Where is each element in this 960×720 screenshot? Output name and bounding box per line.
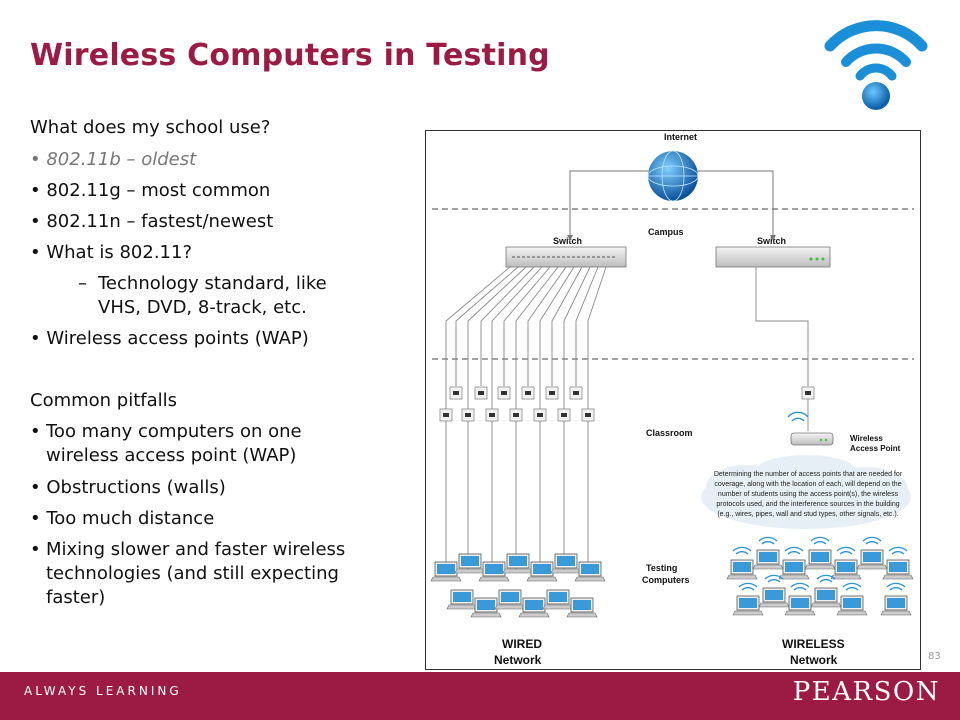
wired-label-line1: WIRED <box>502 637 542 651</box>
switch-left-icon <box>505 246 627 268</box>
bullet-text: 802.11n – fastest/newest <box>46 211 274 232</box>
wifi-icon <box>824 20 928 110</box>
switch-left-label: Switch <box>553 236 582 246</box>
heading-pitfalls: Common pitfalls <box>30 390 178 411</box>
footer-bar <box>0 672 960 720</box>
coverage-note-cloud: Determining the number of access points … <box>701 455 911 529</box>
note-line: coverage, along with the location of eac… <box>714 481 901 488</box>
wired-wall-ports <box>439 386 595 422</box>
network-diagram: Internet Campus Switch Switch Classroom … <box>425 130 921 670</box>
page-number: 83 <box>928 651 941 662</box>
bullet-text: Obstructions (walls) <box>46 477 226 498</box>
bullet-text: Too much distance <box>46 508 215 529</box>
note-line: number of students using the access poin… <box>718 491 899 498</box>
switch-right-icon <box>715 246 831 268</box>
testing-label-line1: Testing <box>646 563 677 573</box>
classroom-label: Classroom <box>646 428 693 438</box>
wap-label-line1: Wireless <box>850 434 883 443</box>
bullet-distance: • Too much distance <box>30 508 215 529</box>
bullet-what-is: • What is 802.11? <box>30 242 192 263</box>
bullet-text: technologies (and still expecting <box>46 563 339 584</box>
footer-tagline: ALWAYS LEARNING <box>24 684 182 698</box>
internet-label: Internet <box>664 132 697 142</box>
bullet-text: wireless access point (WAP) <box>46 445 297 466</box>
bullet-text: Mixing slower and faster wireless <box>46 539 346 560</box>
sub-bullet-line1: Technology standard, like <box>98 273 327 294</box>
wired-computers <box>430 553 606 618</box>
heading-school-use: What does my school use? <box>30 117 271 138</box>
bullet-wap: • Wireless access points (WAP) <box>30 328 309 349</box>
network-diagram-svg: Internet Campus Switch Switch Classroom … <box>430 132 914 667</box>
wired-cables <box>445 266 607 571</box>
bullet-80211n: • 802.11n – fastest/newest <box>30 211 274 232</box>
slide-title: Wireless Computers in Testing <box>30 38 550 73</box>
wireless-label-line1: WIRELESS <box>782 637 845 651</box>
note-line: (e.g., wires, pipes, wall and stud types… <box>717 511 898 518</box>
note-line: Determining the number of access points … <box>714 471 903 478</box>
bullet-text: Wireless access points (WAP) <box>46 328 309 349</box>
bullet-80211g: • 802.11g – most common <box>30 180 271 201</box>
wired-label-line2: Network <box>494 653 542 667</box>
note-line: protocols used, and the interference sou… <box>716 501 899 508</box>
switch-right-label: Switch <box>757 236 786 246</box>
wap-wall-port <box>801 386 815 400</box>
bullet-text: faster) <box>46 587 106 608</box>
bullet-text: What is 802.11? <box>46 242 192 263</box>
testing-label-line2: Computers <box>642 575 690 585</box>
wap-label-line2: Access Point <box>850 444 901 453</box>
pearson-logo: PEARSON <box>792 677 940 707</box>
campus-label: Campus <box>648 227 684 237</box>
sub-bullet-line2: VHS, DVD, 8-track, etc. <box>98 297 307 318</box>
bullet-text: 802.11b – oldest <box>46 149 197 170</box>
bullet-text: 802.11g – most common <box>46 180 271 201</box>
wireless-computers <box>726 536 914 616</box>
internet-globe-icon <box>647 150 699 202</box>
bullet-80211b: • 802.11b – oldest <box>30 149 197 170</box>
bullet-text: Too many computers on one <box>46 421 302 442</box>
wireless-access-point-icon <box>787 411 834 446</box>
wireless-label-line2: Network <box>790 653 838 667</box>
bullet-obstructions: • Obstructions (walls) <box>30 477 226 498</box>
